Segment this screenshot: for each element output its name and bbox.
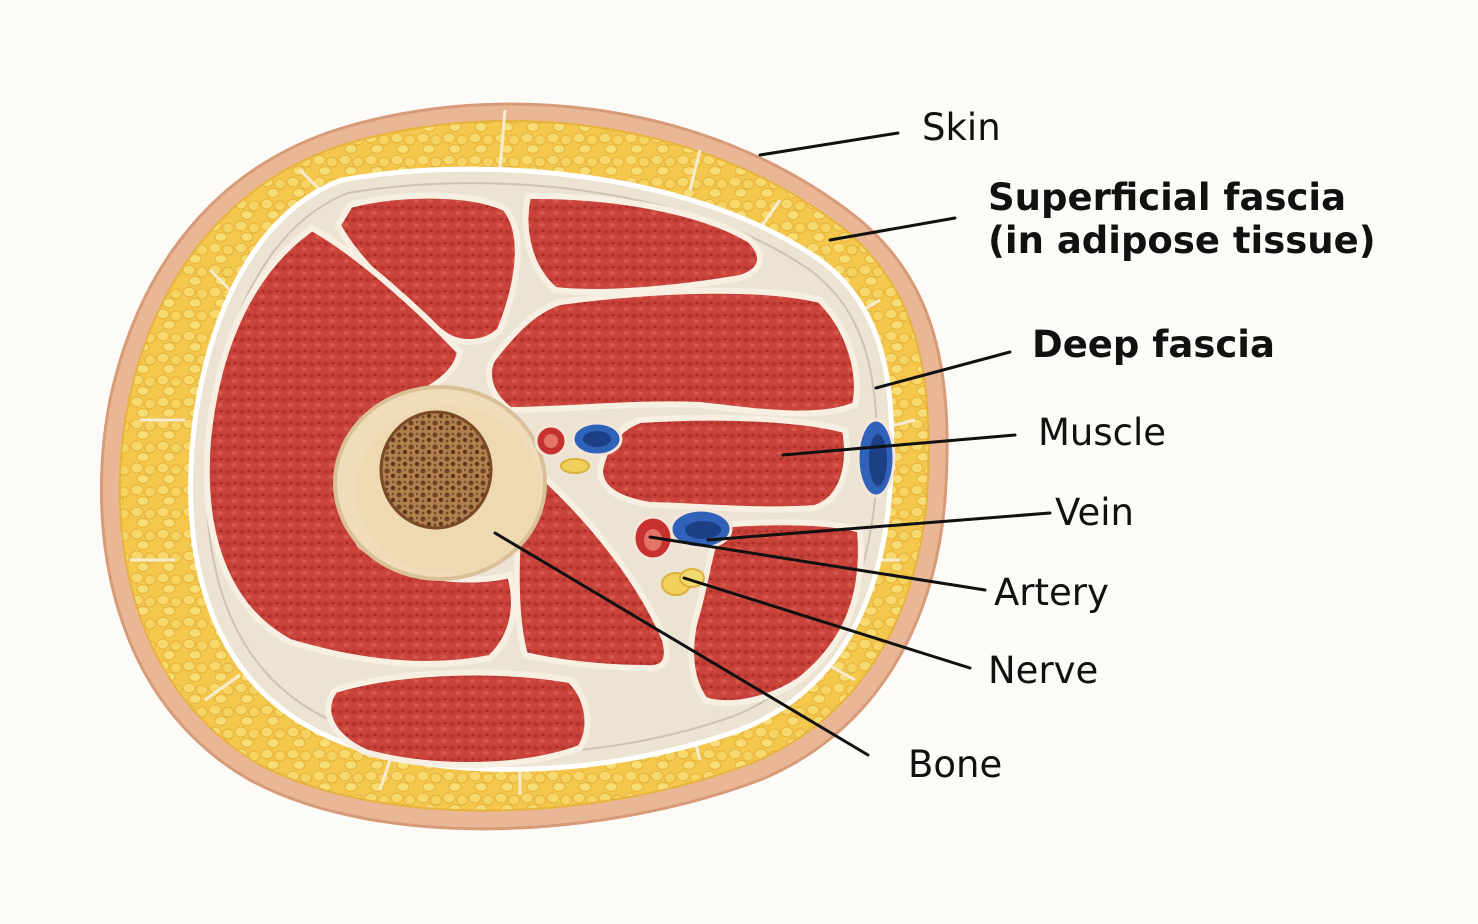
- label-vein: Vein: [1055, 491, 1134, 534]
- label-bone: Bone: [908, 743, 1003, 786]
- leader-artery: [648, 535, 987, 592]
- leader-skin: [758, 131, 900, 157]
- label-superficial-fascia: Superficial fascia (in adipose tissue): [988, 176, 1376, 262]
- leader-lines: [493, 131, 1052, 757]
- bone-marrow: [379, 410, 493, 530]
- muscle-top-right: [522, 192, 763, 295]
- bone: [333, 385, 547, 581]
- label-nerve: Nerve: [988, 649, 1099, 692]
- upper-nerve: [560, 458, 590, 474]
- lateral-superficial-vein: [856, 418, 896, 498]
- muscle-central: [596, 414, 850, 513]
- leader-muscle: [781, 433, 1017, 457]
- leader-superficial-fascia: [828, 216, 957, 242]
- label-muscle: Muscle: [1038, 411, 1167, 454]
- label-skin: Skin: [922, 106, 1001, 149]
- leader-deep-fascia: [874, 350, 1012, 390]
- muscle-large-left: [203, 224, 517, 668]
- leader-bone: [493, 531, 870, 757]
- muscle-bottom: [325, 669, 591, 769]
- muscle-lower-right: [688, 519, 864, 707]
- muscle-group: [203, 192, 864, 769]
- muscle-middle-wide: [486, 287, 860, 417]
- label-artery: Artery: [994, 571, 1109, 614]
- label-deep-fascia: Deep fascia: [1032, 323, 1275, 366]
- leader-vein: [706, 511, 1052, 542]
- leader-nerve: [682, 576, 972, 670]
- upper-neurovascular-bundle: [534, 421, 623, 474]
